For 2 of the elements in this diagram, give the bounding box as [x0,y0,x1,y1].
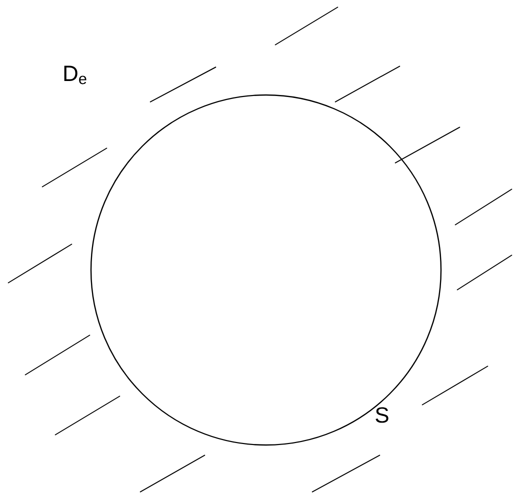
label-text: S [376,407,388,423]
label-text: D$_{e}$ [64,66,86,84]
